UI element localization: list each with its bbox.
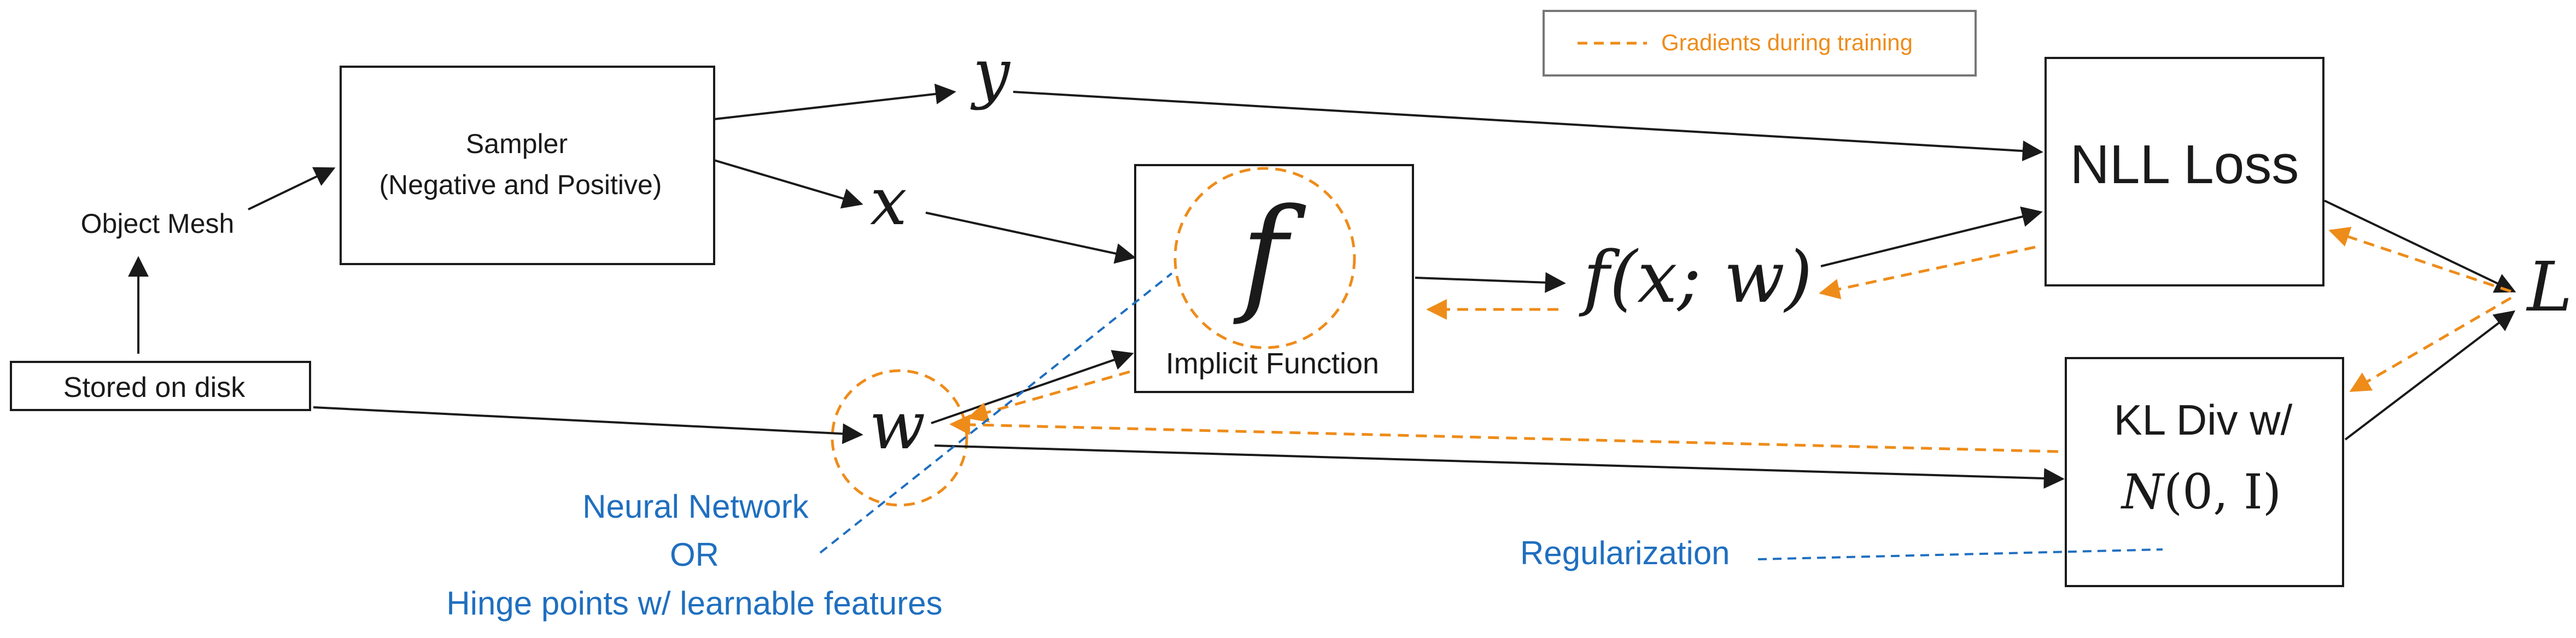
w-dashed-circle <box>831 369 968 507</box>
object-mesh-label: Object Mesh <box>81 208 235 239</box>
sampler-title: Sampler <box>466 128 568 159</box>
arrow-disk-to-w <box>313 406 863 444</box>
legend-label: Gradients during training <box>1661 30 1913 55</box>
arrow-output-to-nll <box>1820 206 2043 267</box>
annotation-lines <box>819 272 2163 560</box>
grad-kl-to-w <box>949 414 2059 453</box>
arrow-kl-to-loss <box>2344 310 2516 441</box>
loss-symbol: L <box>2526 248 2572 327</box>
nn-annotation-line2: OR <box>670 536 719 573</box>
implicit-function-label: Implicit Function <box>1166 347 1379 380</box>
nn-annotation-line3: Hinge points w/ learnable features <box>446 585 942 622</box>
grad-loss-to-kl <box>2349 296 2512 393</box>
nn-annotation-line1: Neural Network <box>582 488 809 525</box>
arrow-f-to-output <box>1415 272 1566 293</box>
kl-div-label: KL Div w/ <box>2114 396 2293 444</box>
stored-on-disk-box: Stored on disk <box>10 361 311 411</box>
kl-div-box: KL Div w/ N(0, I) <box>2065 357 2344 587</box>
arrow-sampler-to-x <box>714 159 863 209</box>
variable-w: w <box>869 388 926 464</box>
arrow-x-to-f <box>925 212 1136 264</box>
arrow-nll-to-loss <box>2324 200 2516 293</box>
nll-loss-box: NLL Loss <box>2045 57 2324 286</box>
nll-loss-label: NLL Loss <box>2070 134 2299 195</box>
implicit-function-box: Implicit Function <box>1134 164 1414 393</box>
arrow-sampler-to-y <box>714 83 956 120</box>
arrow-w-to-kl <box>934 444 2065 489</box>
grad-loss-to-nll <box>2328 226 2511 293</box>
grad-f-to-w <box>967 370 1130 423</box>
stored-on-disk-label: Stored on disk <box>63 372 246 403</box>
sampler-box: Sampler (Negative and Positive) <box>340 66 715 265</box>
output-fxw: f(x; w) <box>1579 236 1812 319</box>
regularization-annotation-line <box>1757 548 2163 560</box>
kl-normal-dist: N(0, I) <box>2121 464 2281 520</box>
arrow-y-to-nll <box>1013 91 2043 161</box>
arrow-w-to-f <box>931 350 1134 424</box>
variable-x: x <box>870 164 907 240</box>
grad-nll-to-output <box>1819 245 2036 300</box>
sampler-subtitle: (Negative and Positive) <box>379 169 662 200</box>
variable-y: y <box>970 36 1011 112</box>
forward-arrows <box>128 83 2516 489</box>
legend: Gradients during training <box>1543 10 1977 77</box>
kl-normal-symbol: N <box>2121 464 2165 520</box>
gradient-arrows <box>949 226 2512 453</box>
kl-normal-args: (0, I) <box>2164 464 2281 520</box>
nn-annotation-line <box>819 272 1173 554</box>
regularization-label: Regularization <box>1520 535 1730 571</box>
arrow-mesh-to-sampler <box>248 167 336 210</box>
implicit-function-dashed-circle <box>1173 167 1356 349</box>
